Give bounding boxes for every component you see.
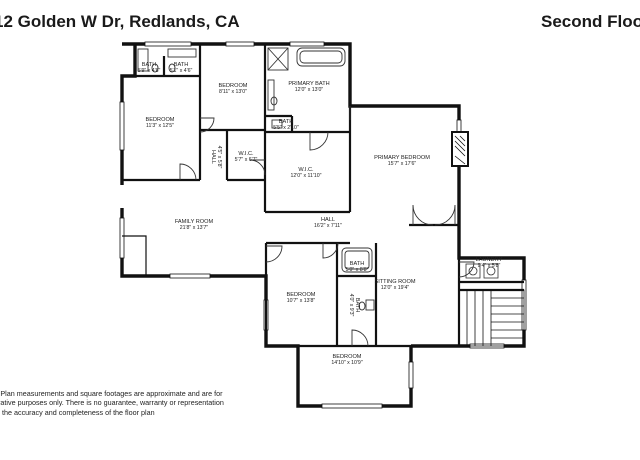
hall-vertical-name: HALL (210, 150, 216, 164)
room-name: PRIMARY BEDROOM (374, 155, 430, 161)
room-dims: 9'4" x 5'8" (478, 263, 501, 269)
room-dims: 5'7" x 6'7" (235, 157, 258, 163)
room-dims: 5'1" x 4'6" (170, 68, 193, 74)
bath-vertical-dims: 4'0" x 9'3" (348, 294, 354, 317)
family-room-counter (122, 235, 147, 276)
room-name: HALL (321, 217, 335, 223)
room-name: W.I.C. (238, 151, 254, 157)
room-dims: 21'8" x 13'7" (180, 225, 209, 231)
interior-walls (122, 44, 524, 348)
room-dims: 14'10" x 10'9" (331, 360, 362, 366)
room-name: FAMILY ROOM (175, 219, 214, 225)
bath-fixtures (137, 47, 375, 311)
room-dims: 11'3" x 12'5" (146, 123, 174, 129)
room-name: BEDROOM (287, 292, 316, 298)
room-dims: 10'7" x 13'8" (287, 298, 316, 304)
room-dims: 8'11" x 13'0" (219, 89, 247, 95)
room-dims: 12'0" x 19'4" (381, 285, 410, 291)
room-name: BATH (279, 119, 294, 125)
room-name: BEDROOM (219, 83, 248, 89)
room-name: W.I.C. (298, 167, 314, 173)
room-dims: 16'2" x 7'11" (314, 223, 342, 229)
laundry-appliances (465, 263, 499, 279)
room-dims: 12'0" x 11'10" (291, 173, 322, 179)
disclaimer-line: trative purposes only. There is no guara… (0, 398, 224, 408)
room-name: BATH (350, 261, 365, 267)
room-dims: 5'5" x 2'10" (273, 125, 299, 131)
room-dims: 5'9" x 4'6" (138, 68, 161, 74)
bath-vertical-name: BATH (354, 298, 360, 313)
property-address: 12 Golden W Dr, Redlands, CA (0, 12, 240, 31)
staircase (458, 289, 525, 347)
disclaimer-line: r Plan measurements and square footages … (0, 389, 223, 398)
floor-label: Second Floo (541, 12, 640, 31)
room-name: BEDROOM (333, 354, 362, 360)
room-labels: BATH 5'9" x 4'6" BATH 5'1" x 4'6" BEDROO… (138, 62, 503, 366)
room-name: LAUNDRY (476, 257, 503, 263)
room-dims: 5'0" x 8'8" (346, 267, 369, 273)
room-dims: 12'0" x 13'0" (295, 87, 324, 93)
doors (179, 106, 475, 347)
disclaimer-line: o the accuracy and completeness of the f… (0, 407, 155, 417)
room-dims: 15'7" x 17'6" (388, 161, 417, 167)
room-name: BATH (142, 62, 157, 68)
disclaimer: r Plan measurements and square footages … (0, 389, 226, 417)
hall-vertical-dims: 4'5" x 5'8" (216, 146, 222, 169)
room-name: BEDROOM (146, 117, 175, 123)
room-name: BATH (174, 62, 189, 68)
room-name: SITTING ROOM (374, 279, 415, 285)
room-name: PRIMARY BATH (288, 81, 329, 87)
fireplace (451, 131, 469, 167)
